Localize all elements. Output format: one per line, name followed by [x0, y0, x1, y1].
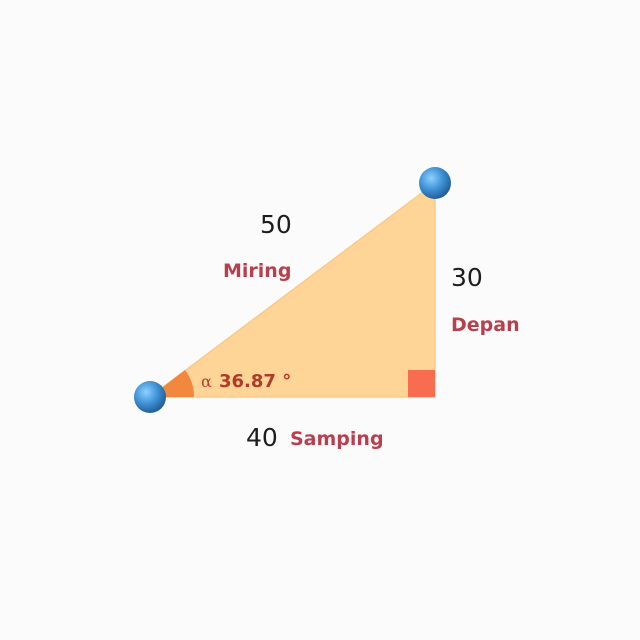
hypotenuse-label: Miring	[223, 260, 291, 282]
vertex-handle-top[interactable]	[419, 167, 451, 199]
triangle-shape	[147, 181, 436, 398]
vertex-handle-left[interactable]	[134, 381, 166, 413]
hypotenuse-value: 50	[260, 210, 292, 239]
right-angle-marker	[408, 370, 435, 397]
adjacent-value: 40	[246, 423, 278, 452]
angle-symbol: α	[201, 372, 212, 391]
angle-value: 36.87 °	[219, 371, 291, 392]
adjacent-label: Samping	[290, 428, 384, 450]
opposite-value: 30	[451, 263, 483, 292]
opposite-label: Depan	[451, 314, 520, 336]
